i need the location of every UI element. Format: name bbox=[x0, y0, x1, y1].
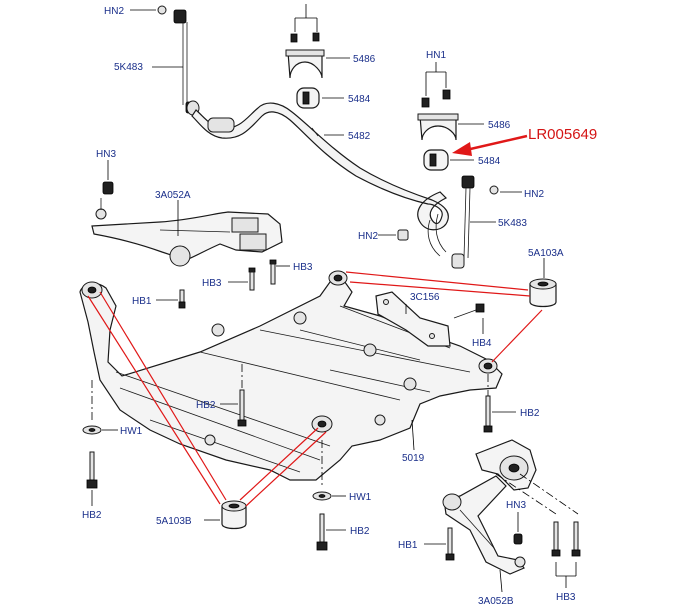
label-5019: 5019 bbox=[402, 453, 425, 464]
label-hb3-b: HB3 bbox=[293, 262, 313, 273]
clamp-5486-top bbox=[285, 32, 325, 79]
label-hb4: HB4 bbox=[472, 338, 492, 349]
label-hb1-left: HB1 bbox=[132, 296, 152, 307]
bushing-5484-top bbox=[296, 87, 320, 109]
label-hn1: HN1 bbox=[426, 50, 446, 61]
label-hn2-mid-right: HN2 bbox=[524, 189, 544, 200]
label-3c156: 3C156 bbox=[410, 292, 440, 303]
label-hb1-right: HB1 bbox=[398, 540, 418, 551]
bolt-hb3-a bbox=[248, 267, 256, 291]
label-3a052b: 3A052B bbox=[478, 596, 514, 607]
label-hn3-left: HN3 bbox=[96, 149, 116, 160]
label-5a103b: 5A103B bbox=[156, 516, 192, 527]
control-arm-upper bbox=[91, 198, 283, 267]
label-5482: 5482 bbox=[348, 131, 371, 142]
label-3a052a: 3A052A bbox=[155, 190, 191, 201]
nut-hn2-mid bbox=[397, 229, 409, 241]
label-5484-right: 5484 bbox=[478, 156, 501, 167]
label-hn2-top: HN2 bbox=[104, 6, 124, 17]
label-hb2-mid: HB2 bbox=[196, 400, 216, 411]
bolt-hb2-bottom-left bbox=[86, 451, 98, 489]
label-hw1-bottom: HW1 bbox=[349, 492, 372, 503]
label-5k483-right: 5K483 bbox=[498, 218, 527, 229]
highlight-arrow bbox=[452, 134, 528, 156]
label-hw1-left: HW1 bbox=[120, 426, 143, 437]
bolts-hb3-bottom bbox=[551, 521, 581, 557]
bushing-5484-right bbox=[423, 149, 449, 171]
label-hb2-right: HB2 bbox=[520, 408, 540, 419]
label-hb2-bottom-mid: HB2 bbox=[350, 526, 370, 537]
label-hb2-bottom-left: HB2 bbox=[82, 510, 102, 521]
subframe bbox=[79, 270, 503, 481]
label-5484-top: 5484 bbox=[348, 94, 371, 105]
clamp-5486-right bbox=[417, 89, 459, 141]
bracket-3c156 bbox=[375, 291, 485, 347]
stabilizer-link-right bbox=[461, 175, 499, 259]
label-lr005649: LR005649 bbox=[528, 126, 597, 143]
bolt-hb2-mid bbox=[237, 389, 247, 427]
label-hn3-right: HN3 bbox=[506, 500, 526, 511]
bushing-5a103a bbox=[529, 278, 557, 308]
nut-hn3-right bbox=[513, 533, 523, 545]
bolt-hb2-right bbox=[483, 395, 493, 433]
washer-hw1-left bbox=[82, 425, 102, 435]
control-arm-lower bbox=[442, 439, 537, 575]
bolt-hb3-b bbox=[269, 259, 277, 285]
label-5486-right: 5486 bbox=[488, 120, 511, 131]
label-hb3-bottom: HB3 bbox=[556, 592, 576, 603]
bushing-5a103b bbox=[221, 500, 247, 530]
label-5486-top: 5486 bbox=[353, 54, 376, 65]
bolt-hb1-left bbox=[178, 289, 186, 309]
stabilizer-bar bbox=[191, 102, 465, 269]
stabilizer-link-left bbox=[157, 5, 200, 116]
label-5a103a: 5A103A bbox=[528, 248, 564, 259]
label-5k483-left: 5K483 bbox=[114, 62, 143, 73]
bolt-hb2-bottom-mid bbox=[316, 513, 328, 551]
bolt-hb1-right bbox=[445, 527, 455, 561]
label-hb3-a: HB3 bbox=[202, 278, 222, 289]
washer-hw1-bottom bbox=[312, 491, 332, 501]
label-hn2-mid: HN2 bbox=[358, 231, 378, 242]
nut-hn3-left bbox=[102, 181, 114, 195]
